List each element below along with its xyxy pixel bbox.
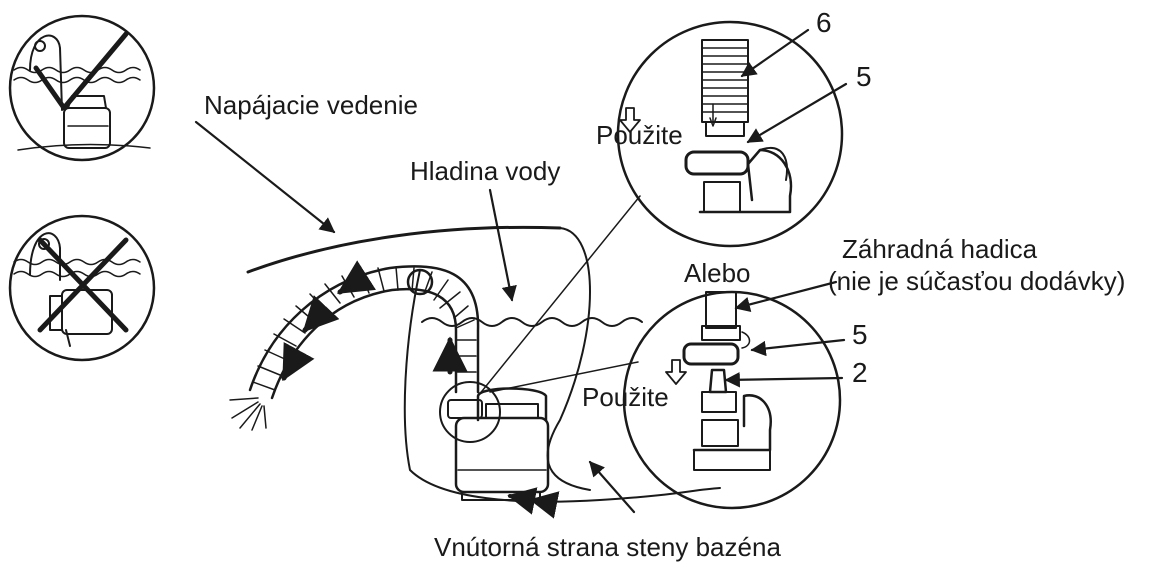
part-number-hose: 6 — [816, 7, 832, 38]
correct-placement-inset — [8, 14, 156, 162]
pointer-arrows — [194, 28, 848, 514]
check-mark-icon — [33, 31, 129, 111]
cross-mark-icon — [37, 237, 129, 333]
pump — [447, 387, 550, 501]
part-number-adapter-bottom: 5 — [852, 319, 868, 350]
wrong-placement-inset — [8, 214, 156, 362]
label-garden-hose-note: (nie je súčasťou dodávky) — [828, 266, 1126, 296]
label-power-cord: Napájacie vedenie — [204, 90, 418, 120]
flow-arrows — [281, 260, 560, 519]
label-use-top: Použite — [596, 120, 683, 150]
leader-line-bottom — [489, 361, 639, 393]
label-garden-hose: Záhradná hadica — [842, 234, 1038, 264]
use-arrow-top-icon — [619, 107, 641, 133]
use-arrow-bottom-icon — [665, 359, 687, 385]
label-water-level: Hladina vody — [410, 156, 561, 186]
power-cord-loop — [546, 227, 591, 491]
hose-clip — [406, 268, 434, 296]
label-use-bottom: Použite — [582, 382, 669, 412]
water-surface — [421, 317, 643, 327]
detail-inset-hose — [616, 20, 844, 248]
part-number-connector: 2 — [852, 357, 868, 388]
detail-highlight-circle — [439, 381, 501, 443]
leader-line-top — [477, 195, 641, 397]
label-inner-pool-wall: Vnútorná strana steny bazéna — [434, 532, 781, 562]
pool-wall — [403, 269, 721, 503]
water-spray — [229, 397, 267, 431]
label-or: Alebo — [684, 258, 751, 288]
power-cord — [246, 225, 562, 274]
part-number-adapter-top: 5 — [856, 61, 872, 92]
detail-inset-garden-hose — [622, 290, 842, 510]
